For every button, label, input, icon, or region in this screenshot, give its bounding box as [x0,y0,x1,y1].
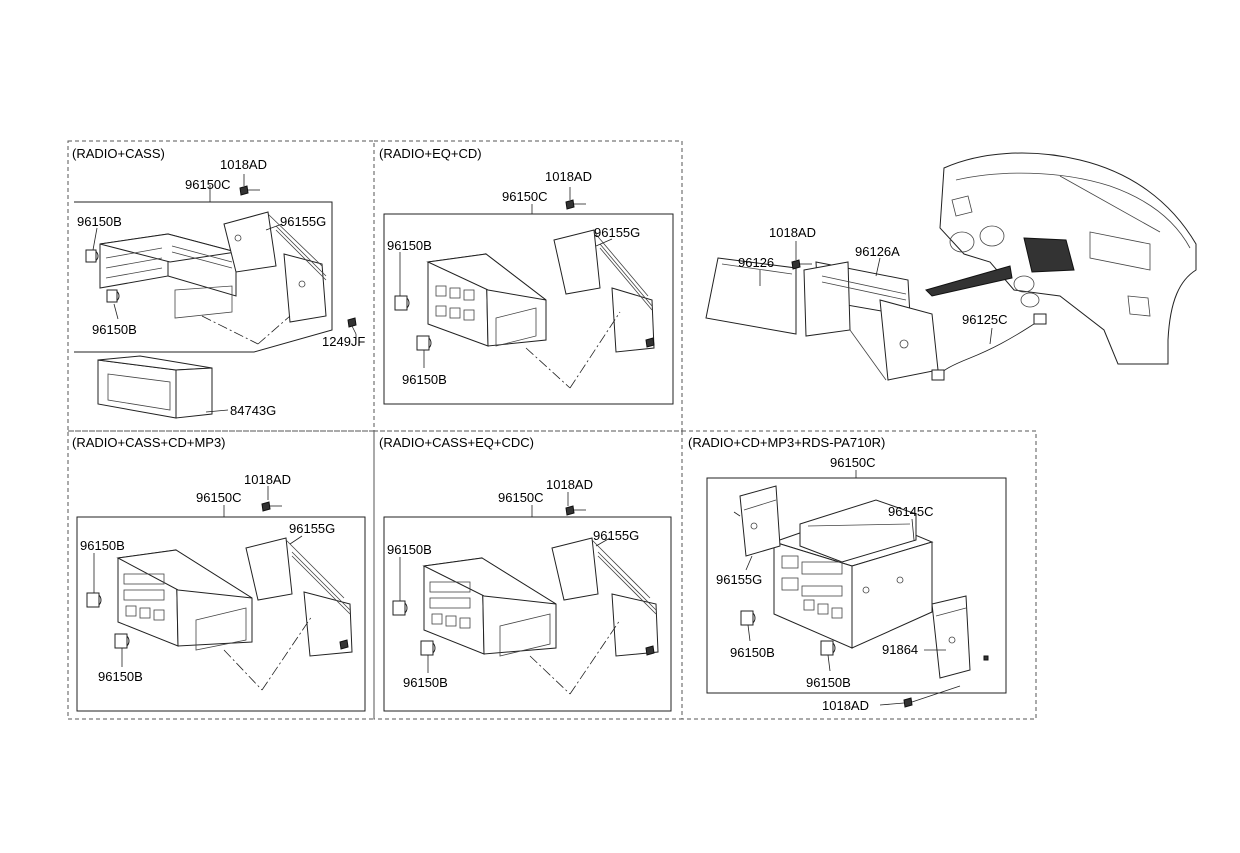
section-4-labels: 96150C 1018AD 96150B 96155G 96150B [387,477,639,690]
section-title: (RADIO+CASS) [72,146,165,161]
radio-cass-cd-mp3-knob-top [86,592,102,608]
part-label: 96150B [402,372,447,387]
part-label: 96155G [289,521,335,536]
part-label: 96150C [185,177,231,192]
radio-cass-eq-cdc-screws [565,505,655,656]
radio-cass-cd-mp3-bracket [245,537,353,657]
inner-frames [74,201,1007,712]
section-3-labels: 1018AD 96150C 96150B 96155G 96150B [80,472,335,684]
part-label: 96155G [280,214,326,229]
part-label: 96150B [77,214,122,229]
section-title: (RADIO+EQ+CD) [379,146,482,161]
part-label: 96150B [92,322,137,337]
part-label: 96150C [196,490,242,505]
part-label: 96155G [593,528,639,543]
dashboard-screw [791,259,812,270]
wire-harness-96125c [931,313,1047,381]
radio-cd-mp3-rds-bracket-right [931,595,971,679]
part-label: 96150B [806,675,851,690]
part-label: 1249JF [322,334,365,349]
section-1-labels: 1018AD 96150C 96150B 96155G 96150B 1249J… [77,157,365,418]
part-label: 1018AD [545,169,592,184]
part-label: 96150B [80,538,125,553]
dashboard-leaders [759,241,993,345]
instrument-panel [925,152,1197,365]
section-2-labels: 1018AD 96150C 96150B 96155G 96150B [387,169,640,387]
part-label: 91864 [882,642,918,657]
radio-cass-eq-cdc-unit [422,557,557,657]
part-label: 96150C [830,455,876,470]
radio-eq-cd-leaders [399,187,621,389]
radio-cass-eq-cdc-knob-bottom [420,640,436,656]
part-label: 96150B [387,542,432,557]
part-label: 1018AD [769,225,816,240]
radio-cass-knob-top [85,249,99,263]
section-title: (RADIO+CD+MP3+RDS-PA710R) [688,435,885,450]
dashboard-labels: 1018AD 96126 96126A 96125C [738,225,1008,327]
part-label: 96125C [962,312,1008,327]
radio-cass-eq-cdc-bracket [551,537,659,657]
part-label: 96145C [888,504,934,519]
part-label: 1018AD [244,472,291,487]
part-label: 84743G [230,403,276,418]
radio-cd-mp3-rds-screws [733,511,989,708]
part-label: 96150B [98,669,143,684]
radio-eq-cd-bracket [553,229,655,353]
radio-eq-cd-knob-bottom [416,335,432,351]
section-title: (RADIO+CASS+CD+MP3) [72,435,226,450]
radio-cass-cd-mp3-unit [116,549,253,651]
part-label: 1018AD [822,698,869,713]
part-label: 96155G [716,572,762,587]
pocket-84743g [97,355,229,419]
part-label: 96150B [730,645,775,660]
radio-cd-mp3-rds-bracket-left [739,485,781,557]
part-label: 96150B [387,238,432,253]
radio-cd-mp3-rds-leaders [745,470,946,706]
section-frames [67,140,1037,720]
radio-cass-eq-cdc-knob-top [392,600,408,616]
part-label: 1018AD [546,477,593,492]
radio-cd-mp3-rds-unit [772,499,934,649]
radio-cass-unit [99,233,237,319]
section-5-labels: 96150C 96145C 96155G 96150B 96150B 91864… [716,455,934,713]
radio-cass-eq-cdc-leaders [399,492,621,695]
part-label: 96126 [738,255,774,270]
radio-cass-cd-mp3-leaders [93,486,313,691]
section-title: (RADIO+CASS+EQ+CDC) [379,435,534,450]
face-panel-96126 [705,257,797,335]
part-label: 96150C [502,189,548,204]
radio-eq-cd-knob-top [394,295,410,311]
radio-eq-cd-unit [426,252,547,347]
mount-bracket-96126a [803,261,939,381]
radio-cass-leaders [92,174,357,345]
radio-cass-knob-bottom [106,289,120,303]
part-label: 96126A [855,244,900,259]
radio-cass-bracket [223,211,327,323]
radio-cass-cd-mp3-knob-bottom [114,633,130,649]
radio-cd-mp3-rds-knob-left [740,610,756,626]
radio-eq-cd-screws [565,199,655,348]
part-label: 1018AD [220,157,267,172]
radio-cd-mp3-rds-knob-right [820,640,836,656]
radio-cass-screws [239,185,357,335]
part-label: 96150B [403,675,448,690]
radio-cass-cd-mp3-screws [261,501,349,650]
part-label: 96155G [594,225,640,240]
part-label: 96150C [498,490,544,505]
section-titles: (RADIO+CASS) (RADIO+EQ+CD) (RADIO+CASS+C… [72,146,885,450]
